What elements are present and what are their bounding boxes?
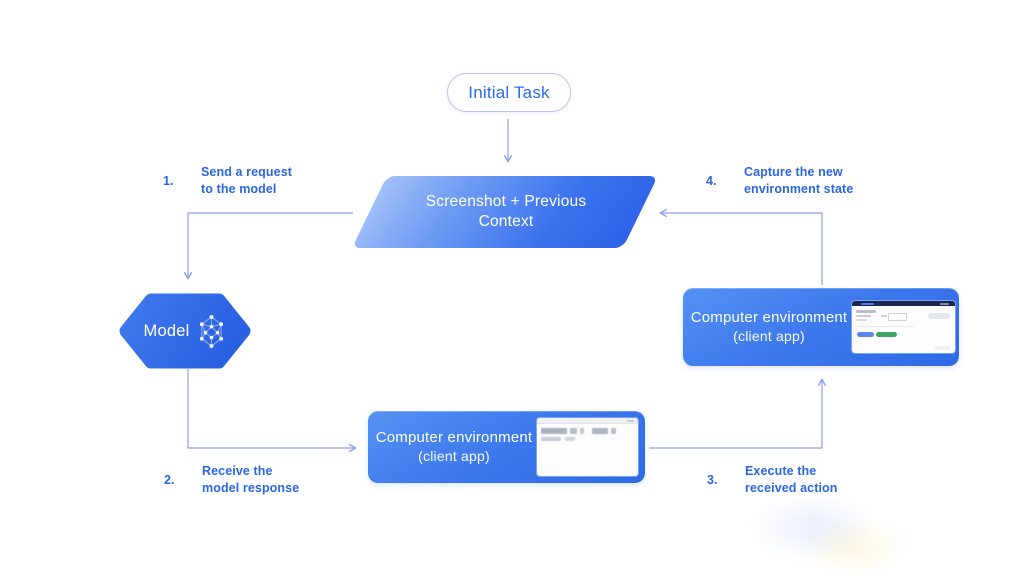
step-4-line1: Capture the new [744, 165, 843, 179]
initial-task-label: Initial Task [468, 82, 550, 102]
env-bottom-line1: Computer environment [375, 429, 533, 446]
model-label: Model [143, 321, 190, 340]
watermark-smudge [748, 492, 878, 562]
step-4-line2: environment state [744, 182, 854, 196]
step-2-number: 2. [164, 472, 175, 487]
context-label-line1: Screenshot + Previous [425, 193, 587, 210]
thumbnail-text-line [856, 314, 871, 317]
env-bottom-label: Computer environment (client app) [374, 411, 534, 483]
step-3: 3. Execute the received action [707, 463, 838, 497]
step-3-text: Execute the received action [745, 463, 838, 497]
thumbnail-text-row [541, 428, 616, 434]
env-right-line2: (client app) [733, 328, 805, 344]
thumbnail-gray-button [928, 313, 950, 319]
model-node: Model [118, 293, 252, 369]
step-3-number: 3. [707, 472, 718, 487]
thumbnail-input-field [888, 313, 907, 321]
connector-context-to-model [183, 212, 353, 281]
env-right-node: Computer environment (client app) [683, 288, 959, 366]
thumbnail-titlebar [537, 418, 638, 424]
connector-env-to-env [649, 377, 827, 449]
connector-model-to-env [187, 369, 358, 453]
context-label-line2: Context [478, 213, 534, 230]
watermark-smudge [800, 518, 910, 576]
thumbnail-titlebar-control [627, 420, 634, 422]
step-1-line2: to the model [201, 182, 277, 196]
step-4-number: 4. [706, 173, 717, 188]
model-node-shape [119, 293, 251, 369]
app-screenshot-thumbnail [537, 418, 638, 476]
thumbnail-blue-button [857, 332, 874, 337]
thumbnail-text-row [541, 437, 575, 441]
thumbnail-green-button [876, 332, 897, 337]
app-screenshot-thumbnail [852, 301, 955, 353]
step-3-line2: received action [745, 481, 838, 495]
context-node-label: Screenshot + Previous Context [353, 176, 659, 248]
thumbnail-text-line [856, 319, 867, 321]
step-1-line1: Send a request [201, 165, 293, 179]
step-2-text: Receive the model response [202, 463, 299, 497]
env-bottom-line2: (client app) [418, 448, 490, 464]
context-node: Screenshot + Previous Context [351, 176, 659, 248]
env-right-label: Computer environment (client app) [689, 288, 849, 366]
neural-network-icon [200, 314, 224, 348]
step-4-text: Capture the new environment state [744, 164, 853, 198]
step-2-line1: Receive the [202, 464, 273, 478]
thumbnail-navbar [852, 301, 955, 306]
env-bottom-node: Computer environment (client app) [368, 411, 645, 483]
thumbnail-text-line [856, 310, 876, 313]
thumbnail-divider [856, 326, 914, 327]
step-2-line2: model response [202, 481, 300, 495]
step-2: 2. Receive the model response [164, 463, 299, 497]
thumbnail-field-label [881, 315, 887, 317]
step-3-line1: Execute the [745, 464, 817, 478]
connector-env-to-context [658, 208, 823, 285]
initial-task-node: Initial Task [447, 73, 571, 112]
step-1-number: 1. [163, 173, 174, 188]
thumbnail-navbar-logo [861, 302, 874, 305]
step-1-text: Send a request to the model [201, 164, 292, 198]
step-4: 4. Capture the new environment state [706, 164, 853, 198]
thumbnail-navbar-item [940, 302, 949, 305]
step-1: 1. Send a request to the model [163, 164, 292, 198]
env-right-line1: Computer environment [690, 309, 848, 326]
thumbnail-footer-item [935, 346, 951, 350]
